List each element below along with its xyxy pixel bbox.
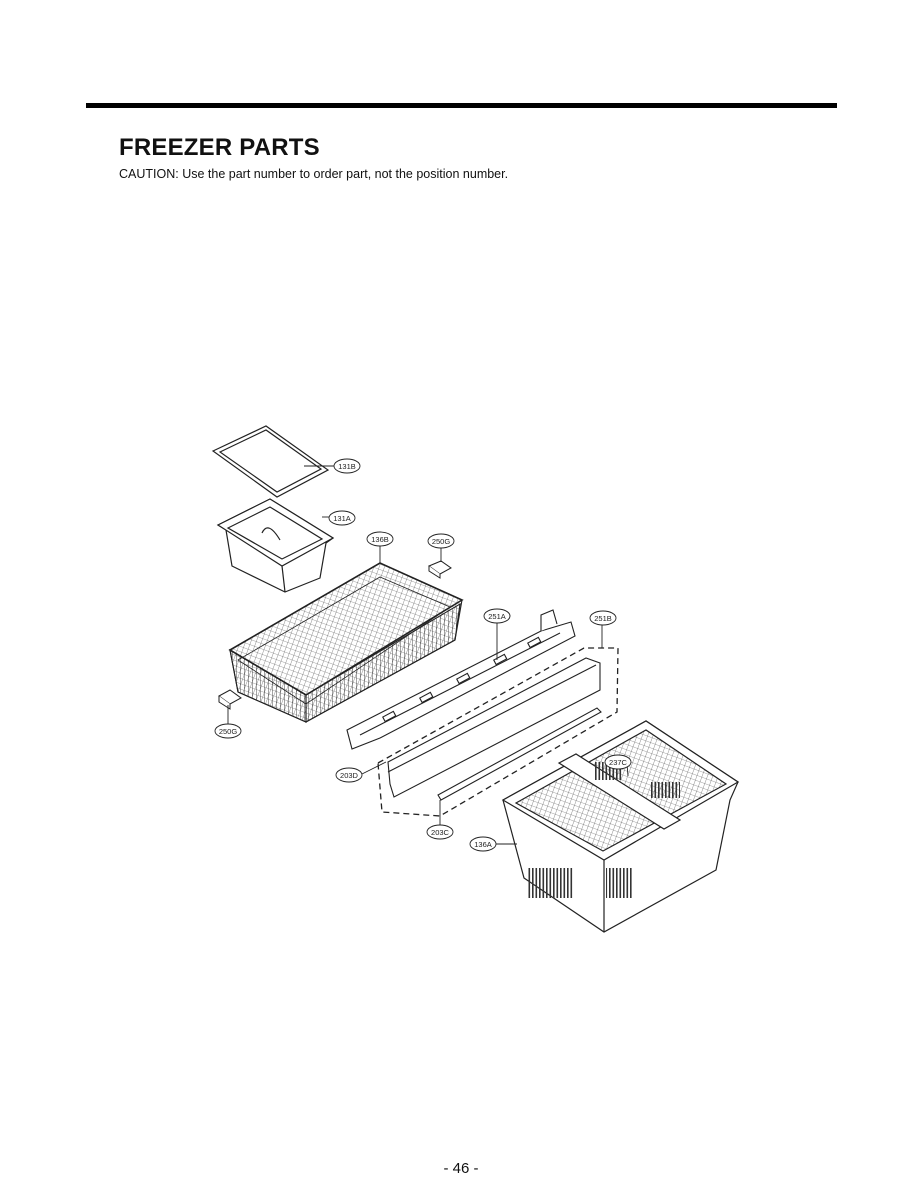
part-136a-bin [501,720,740,933]
callout-250g-top: 250G [432,537,451,546]
caution-note: CAUTION: Use the part number to order pa… [119,167,509,181]
part-250g-clip-top [427,560,452,579]
callout-136b: 136B [371,535,389,544]
part-251b-assembly-outline [377,647,619,817]
callout-237c: 237C [609,758,628,767]
part-136b-wire-basket [228,562,464,723]
page-title: FREEZER PARTS [119,134,320,161]
callout-labels: 131B 131A 136B 250G 251A 251B 250G 203D … [219,462,628,849]
callout-203c: 203C [431,828,450,837]
part-131b-cover [211,425,330,498]
callout-250g-left: 250G [219,727,238,736]
part-203c-strip [437,707,602,801]
callout-136a: 136A [474,840,492,849]
callout-251b: 251B [594,614,612,623]
callout-131a: 131A [333,514,351,523]
callouts [214,458,632,852]
callout-251a: 251A [488,612,506,621]
page-number: - 46 - [443,1160,479,1177]
header-rule [86,103,837,108]
part-203d-guide [387,657,601,798]
part-251a-rail [346,609,576,750]
part-131a-tray [216,498,335,593]
part-250g-clip-left [218,689,242,710]
callout-203d: 203D [340,771,359,780]
callout-131b: 131B [338,462,356,471]
